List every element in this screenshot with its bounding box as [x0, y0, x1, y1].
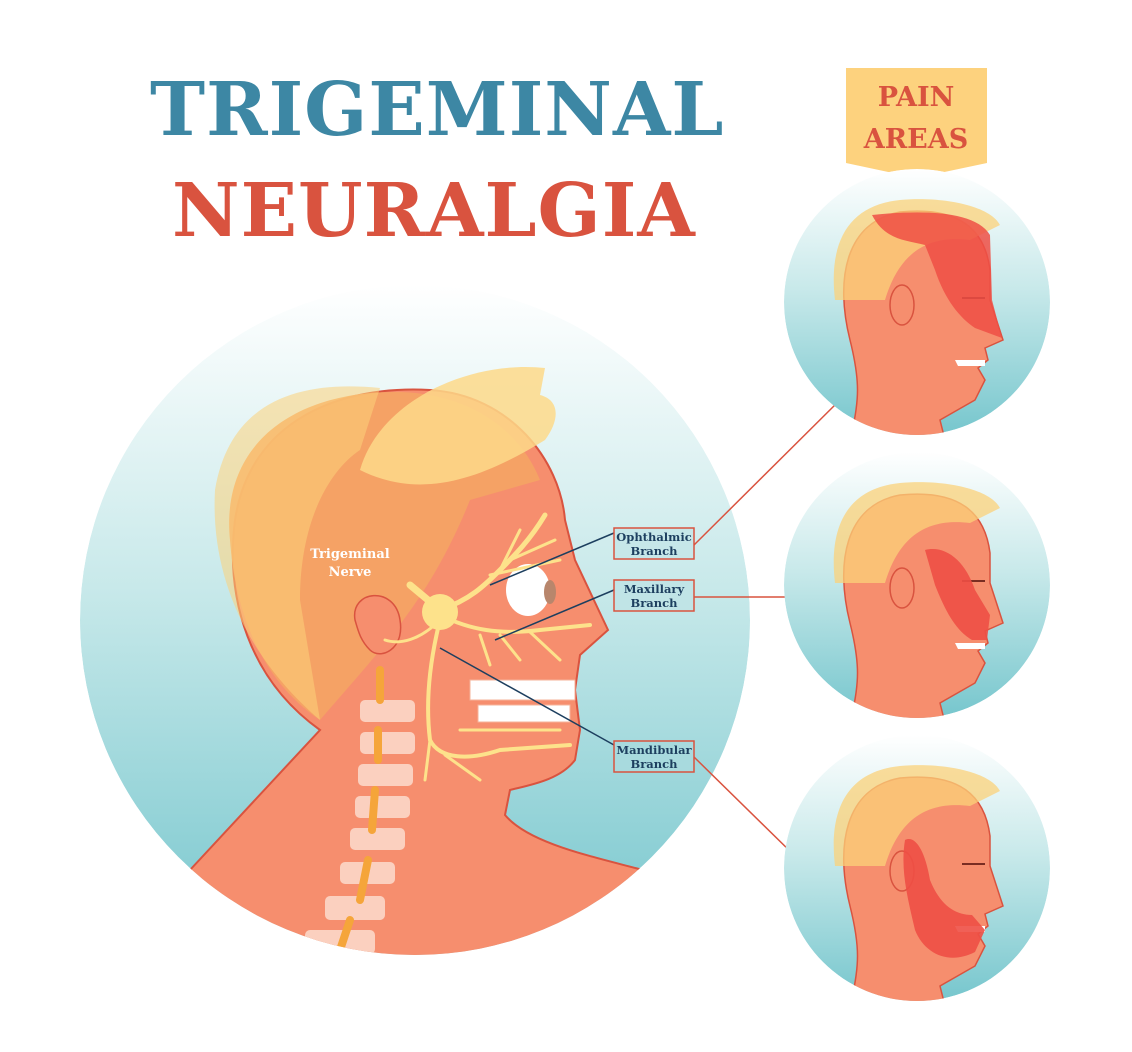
pain-area-mandibular — [784, 735, 1050, 1001]
trigeminal-nerve-label-1: Trigeminal — [310, 547, 389, 562]
pain-areas-banner: PAIN AREAS — [846, 68, 987, 178]
svg-text:Ophthalmic: Ophthalmic — [616, 530, 691, 544]
ophthalmic-branch-label: Ophthalmic Branch — [613, 527, 695, 560]
svg-text:Mandibular: Mandibular — [616, 743, 692, 757]
pain-area-maxillary — [784, 452, 1050, 718]
hair-top — [360, 366, 556, 485]
spinal-nerves — [336, 666, 384, 954]
pain-areas-line-2: AREAS — [863, 124, 968, 155]
title-line-1: TRIGEMINAL — [150, 67, 724, 153]
pointer-lines — [439, 394, 846, 859]
eye — [506, 564, 550, 616]
pain-area-ophthalmic — [784, 169, 1050, 435]
maxillary-branch-label: Maxillary Branch — [613, 579, 695, 612]
trigeminal-nerve-label-2: Nerve — [329, 565, 372, 580]
spine — [305, 700, 415, 954]
pain-region — [925, 549, 990, 640]
main-head-illustration — [80, 285, 750, 955]
pain-region — [903, 839, 985, 958]
mandibular-branch-label: Mandibular Branch — [613, 740, 695, 773]
trigeminal-ganglion — [422, 594, 458, 630]
svg-text:Maxillary: Maxillary — [624, 582, 685, 596]
svg-text:Branch: Branch — [631, 544, 679, 558]
hair-back — [214, 386, 380, 720]
svg-text:Branch: Branch — [631, 596, 679, 610]
pain-region — [872, 212, 1002, 338]
svg-text:Branch: Branch — [631, 757, 679, 771]
pain-areas-line-1: PAIN — [878, 82, 955, 113]
teeth — [469, 679, 576, 723]
title-line-2: NEURALGIA — [172, 168, 696, 254]
